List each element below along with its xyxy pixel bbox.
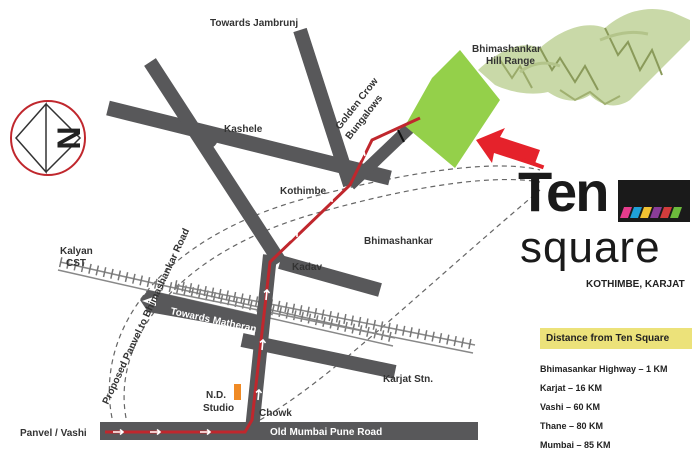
label-cst: CST (66, 258, 86, 269)
ten-square-site (405, 50, 500, 168)
distance-row-highway: Bhimasankar Highway – 1 KM (540, 364, 668, 374)
proposed-road-outer (108, 165, 541, 419)
label-bhimashankar: Bhimashankar (364, 236, 433, 247)
railway-track-lower (172, 280, 476, 354)
label-kadav: Kadav (292, 262, 322, 273)
label-nd-studio-2: Studio (203, 403, 234, 414)
distance-row-karjat: Karjat – 16 KM (540, 383, 603, 393)
distance-title: Distance from Ten Square (540, 328, 692, 349)
crossing-mark (397, 129, 405, 143)
proposed-road-lower (259, 189, 541, 421)
route-line (105, 116, 421, 434)
distance-row-thane: Thane – 80 KM (540, 421, 604, 431)
nd-studio-marker (234, 384, 241, 400)
brand-name-square: square (520, 223, 661, 272)
distance-row-mumbai: Mumbai – 85 KM (540, 440, 611, 450)
label-kashele: Kashele (224, 124, 263, 135)
brand-name-ten: Ten (518, 160, 609, 223)
old-mumbai-pune-road (100, 422, 478, 440)
distance-panel: Distance from Ten Square Bhimasankar Hig… (540, 328, 700, 451)
kashele-roundabout (196, 127, 218, 149)
label-kothimbe: Kothimbe (280, 186, 327, 197)
road-network (106, 27, 474, 431)
distance-row-vashi: Vashi – 60 KM (540, 402, 601, 412)
compass-north-letter: N (51, 126, 87, 149)
brand-location: KOTHIMBE, KARJAT (586, 279, 685, 290)
label-towards-jambrunj: Towards Jambrunj (210, 18, 298, 29)
label-panvel-vashi: Panvel / Vashi (20, 428, 87, 439)
label-karjat-stn: Karjat Stn. (383, 374, 433, 385)
label-bhimashankar-range-2: Hill Range (486, 56, 535, 67)
label-old-mumbai-pune-road: Old Mumbai Pune Road (270, 427, 382, 438)
label-kalyan: Kalyan (60, 246, 93, 257)
towards-matheran-road (140, 290, 262, 332)
site-pointer-arrow (476, 128, 545, 170)
route-direction-arrows (113, 151, 366, 436)
brand-logo-mark (618, 180, 690, 222)
label-chowk: Chowk (259, 408, 292, 419)
towards-matheran-arrow (142, 296, 156, 306)
hill-range-illustration (478, 8, 690, 106)
compass: N (10, 100, 87, 176)
label-nd-studio-1: N.D. (206, 390, 226, 401)
proposed-road-inner (123, 178, 541, 419)
label-bhimashankar-range-1: Bhimashankar (472, 44, 541, 55)
